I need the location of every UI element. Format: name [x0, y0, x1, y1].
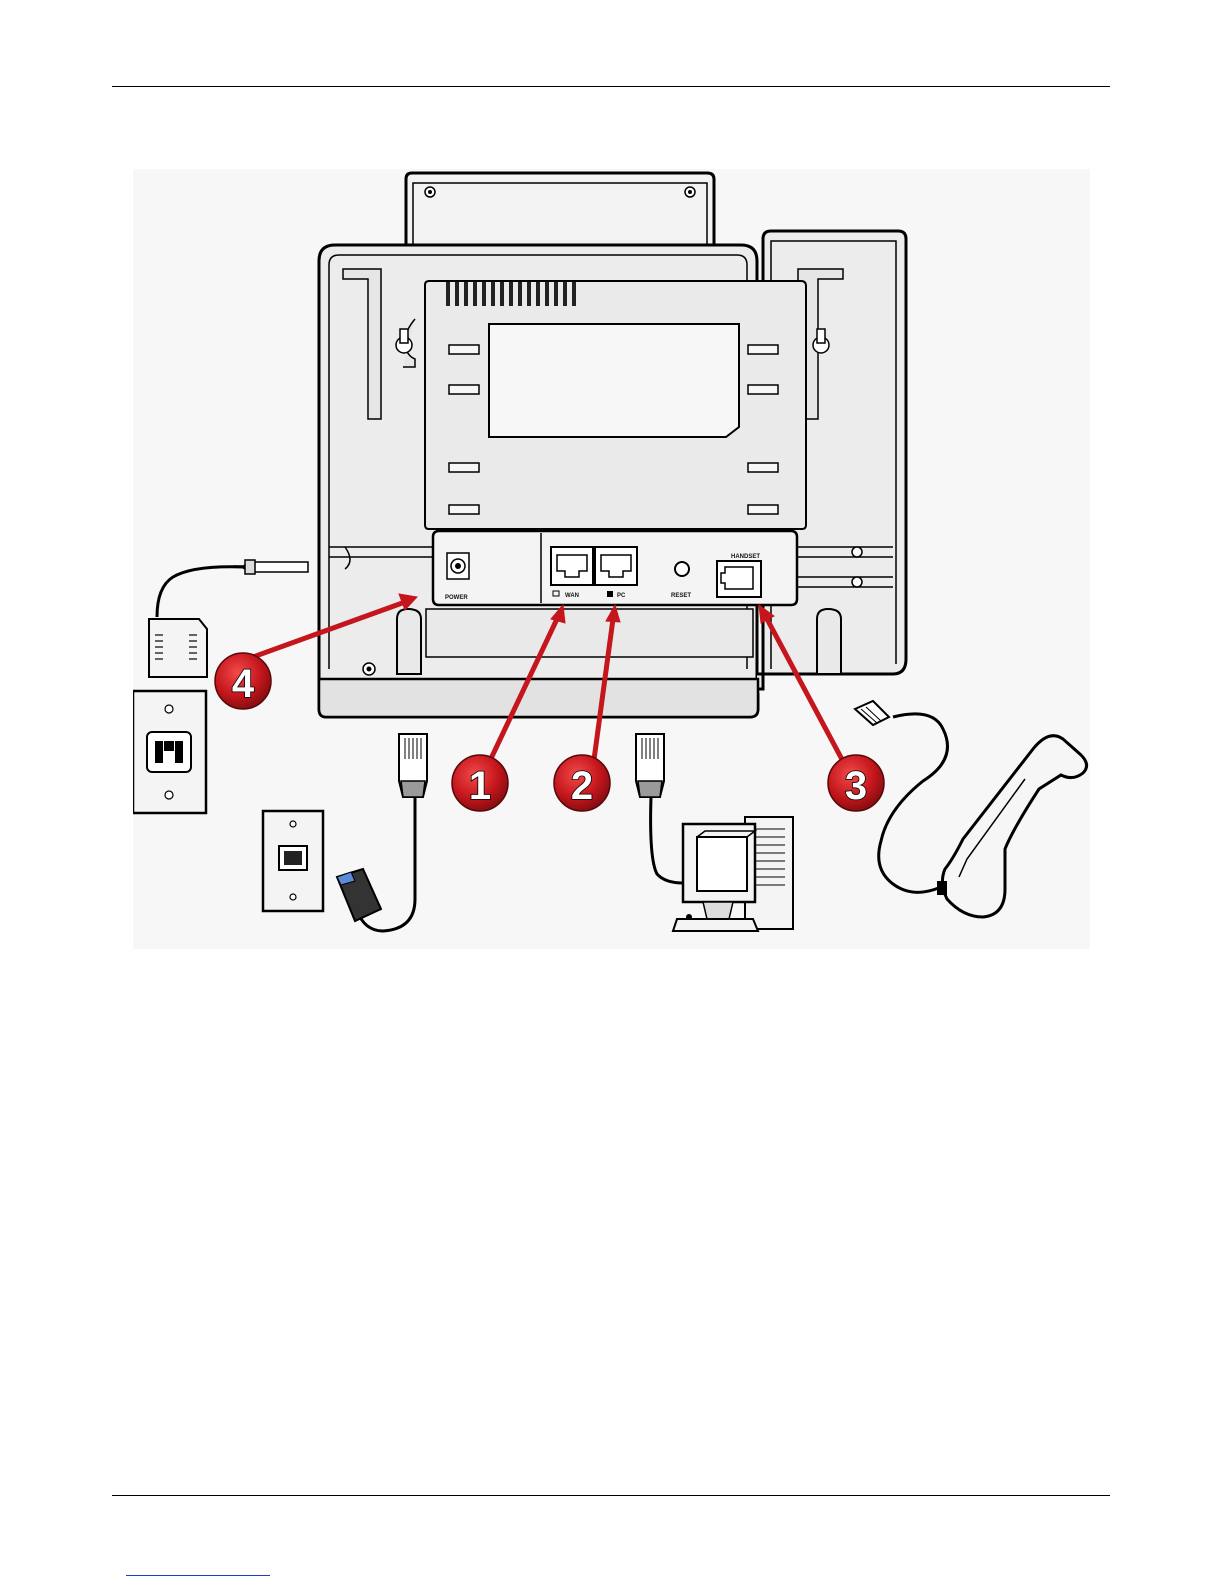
- header-rule: [112, 86, 1110, 87]
- pc-port-label: PC: [617, 593, 626, 599]
- connection-diagram-svg: POWER WAN PC RESET HANDSET: [133, 169, 1090, 949]
- power-port-label: POWER: [445, 595, 468, 601]
- callout-badge-2: 2: [554, 755, 610, 811]
- callout-number-2: 2: [571, 764, 593, 808]
- pc-icon: [607, 591, 613, 597]
- wan-port-label: WAN: [565, 593, 579, 599]
- pc-port: [595, 547, 637, 585]
- callout-number-3: 3: [845, 764, 867, 808]
- wan-port: [551, 547, 593, 585]
- callout-badge-3: 3: [828, 755, 884, 811]
- callout-number-4: 4: [232, 662, 255, 706]
- power-outlet: [133, 691, 206, 813]
- power-jack: [447, 553, 469, 579]
- callout-number-1: 1: [469, 764, 491, 808]
- reset-button-hole: [675, 562, 689, 576]
- handset-port-label: HANDSET: [731, 554, 760, 560]
- connection-diagram: POWER WAN PC RESET HANDSET: [133, 169, 1090, 949]
- reset-label: RESET: [671, 593, 691, 599]
- connector-panel: [433, 531, 797, 605]
- handset-port: [717, 561, 761, 597]
- power-adapter-brick: [149, 619, 207, 677]
- ethernet-wall-jack: [263, 811, 323, 911]
- vent-grille: [446, 282, 576, 306]
- label-window: [489, 324, 739, 437]
- callout-badge-1: 1: [452, 755, 508, 811]
- callout-badge-4: 4: [215, 653, 271, 709]
- rear-panel: [425, 281, 806, 529]
- footer-link-underline[interactable]: [126, 1575, 270, 1576]
- footer-rule: [112, 1495, 1110, 1496]
